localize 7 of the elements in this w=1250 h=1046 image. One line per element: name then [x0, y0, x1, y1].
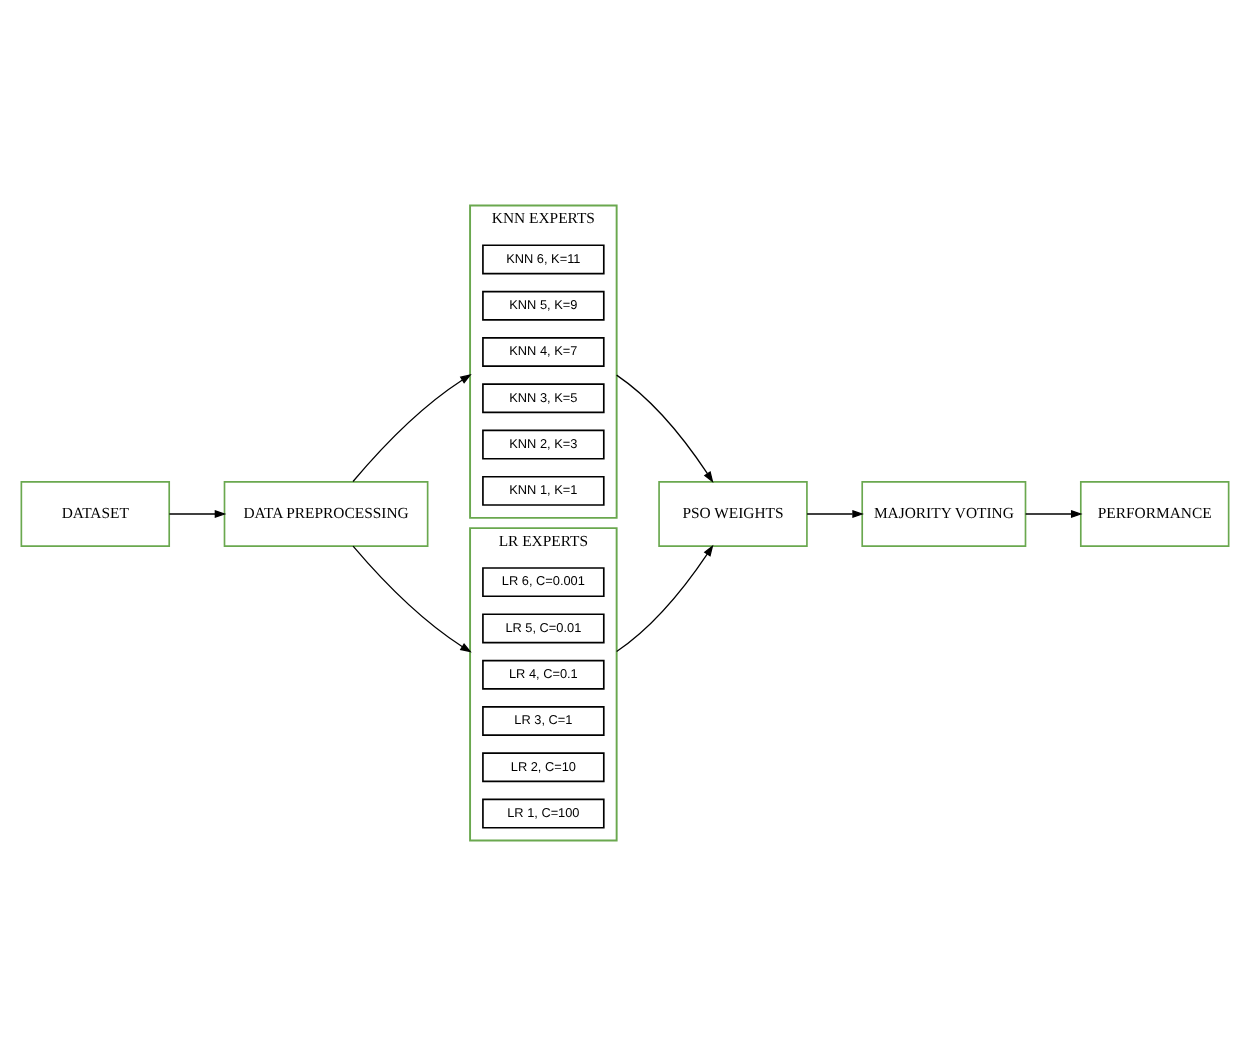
arrow — [352, 545, 472, 653]
arrow — [168, 509, 227, 519]
arrow — [616, 374, 714, 483]
arrow — [1025, 509, 1083, 519]
arrow — [616, 544, 714, 653]
arrow — [352, 374, 472, 483]
arrow — [806, 509, 864, 519]
